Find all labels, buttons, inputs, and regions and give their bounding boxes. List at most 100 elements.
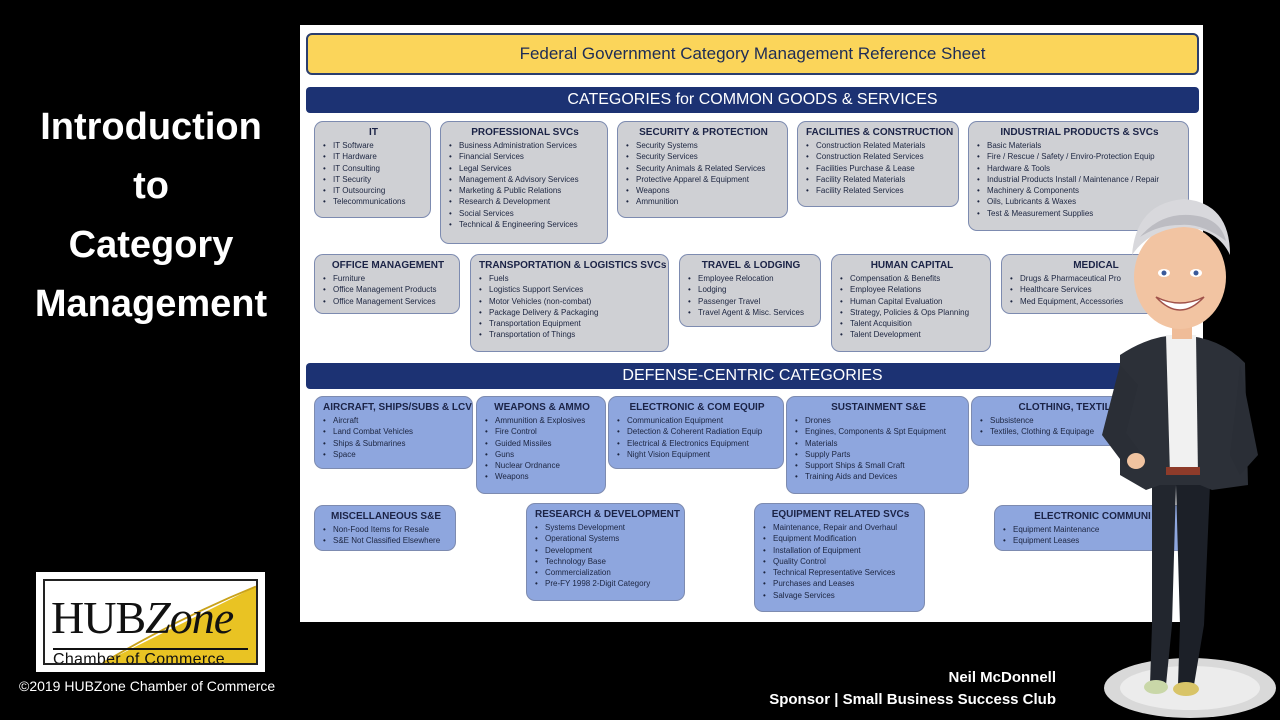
- category-item: Legal Services: [449, 163, 601, 175]
- category-item: Aircraft: [323, 415, 466, 427]
- category-item: IT Security: [323, 174, 424, 186]
- category-item: Human Capital Evaluation: [840, 296, 984, 308]
- defense-box-sustainment: SUSTAINMENT S&E Drones Engines, Componen…: [786, 396, 969, 494]
- category-box-it: IT IT Software IT Hardware IT Consulting…: [314, 121, 431, 218]
- section-defense-header: DEFENSE-CENTRIC CATEGORIES: [306, 363, 1199, 389]
- category-item: Facility Related Services: [806, 185, 952, 197]
- category-item: Strategy, Policies & Ops Planning: [840, 307, 984, 319]
- category-item: Technical Representative Services: [763, 567, 918, 579]
- category-item: Training Aids and Devices: [795, 471, 962, 483]
- sponsor-name: Neil McDonnell: [948, 669, 1056, 686]
- category-item: Med Equipment, Accessories: [1010, 296, 1182, 308]
- category-item: Fire Control: [485, 426, 599, 438]
- category-item: Facility Related Materials: [806, 174, 952, 186]
- category-item: Oils, Lubricants & Waxes: [977, 196, 1182, 208]
- category-title: WEAPONS & AMMO: [494, 402, 590, 413]
- category-title: PROFESSIONAL SVCs: [471, 127, 579, 138]
- defense-box-equipment: EQUIPMENT RELATED SVCs Maintenance, Repa…: [754, 503, 925, 612]
- logo-wordmark-prefix: HUB: [51, 592, 146, 643]
- category-title: HUMAN CAPITAL: [870, 260, 954, 271]
- category-item: Night Vision Equipment: [617, 449, 777, 461]
- logo-divider: [53, 648, 248, 650]
- category-item: Quality Control: [763, 556, 918, 568]
- category-title: IT: [369, 127, 378, 138]
- category-item: Non-Food Items for Resale: [323, 524, 449, 536]
- category-item: Ammunition & Explosives: [485, 415, 599, 427]
- category-item: IT Outsourcing: [323, 185, 424, 197]
- defense-box-research: RESEARCH & DEVELOPMENT Systems Developme…: [526, 503, 685, 601]
- category-title: MEDICAL: [1073, 260, 1119, 271]
- category-item: Pre-FY 1998 2-Digit Category: [535, 578, 678, 590]
- intro-line: to: [133, 165, 169, 207]
- category-box-transportation: TRANSPORTATION & LOGISTICS SVCs Fuels Lo…: [470, 254, 669, 352]
- defense-box-electronic: ELECTRONIC & COM EQUIP Communication Equ…: [608, 396, 784, 469]
- category-item: Passenger Travel: [688, 296, 814, 308]
- category-item: Furniture: [323, 273, 453, 285]
- defense-box-weapons: WEAPONS & AMMO Ammunition & Explosives F…: [476, 396, 606, 494]
- category-item: Security Animals & Related Services: [626, 163, 781, 175]
- category-item: Fire / Rescue / Safety / Enviro-Protecti…: [977, 151, 1182, 163]
- category-item: Subsistence: [980, 415, 1182, 427]
- category-item: Lodging: [688, 284, 814, 296]
- category-item: Office Management Services: [323, 296, 453, 308]
- category-item: Drones: [795, 415, 962, 427]
- category-title: TRANSPORTATION & LOGISTICS SVCs: [479, 260, 667, 271]
- category-item: Space: [323, 449, 466, 461]
- category-item: Social Services: [449, 208, 601, 220]
- category-item: Package Delivery & Packaging: [479, 307, 662, 319]
- reference-sheet: Federal Government Category Management R…: [300, 25, 1203, 622]
- category-item: Travel Agent & Misc. Services: [688, 307, 814, 319]
- intro-line: Introduction: [40, 106, 262, 148]
- category-item: Salvage Services: [763, 590, 918, 602]
- category-item: Talent Acquisition: [840, 318, 984, 330]
- category-item: Financial Services: [449, 151, 601, 163]
- category-box-office: OFFICE MANAGEMENT Furniture Office Manag…: [314, 254, 460, 314]
- category-item: Office Management Products: [323, 284, 453, 296]
- category-item: Installation of Equipment: [763, 545, 918, 557]
- category-item: Engines, Components & Spt Equipment: [795, 426, 962, 438]
- logo-frame: HUBZone Chamber of Commerce: [43, 579, 258, 665]
- category-item: Transportation Equipment: [479, 318, 662, 330]
- category-item: Land Combat Vehicles: [323, 426, 466, 438]
- hubzone-logo: HUBZone Chamber of Commerce: [36, 572, 265, 672]
- category-title: INDUSTRIAL PRODUCTS & SVCs: [1000, 127, 1159, 138]
- category-item: Talent Development: [840, 329, 984, 341]
- category-box-travel: TRAVEL & LODGING Employee Relocation Lod…: [679, 254, 821, 327]
- category-item: IT Hardware: [323, 151, 424, 163]
- category-item: Motor Vehicles (non-combat): [479, 296, 662, 308]
- category-item: IT Consulting: [323, 163, 424, 175]
- category-item: Construction Related Materials: [806, 140, 952, 152]
- intro-line: Management: [34, 283, 268, 325]
- category-item: Equipment Modification: [763, 533, 918, 545]
- category-item: Research & Development: [449, 196, 601, 208]
- category-item: Equipment Maintenance: [1003, 524, 1182, 536]
- category-item: Security Systems: [626, 140, 781, 152]
- category-item: Weapons: [485, 471, 599, 483]
- category-item: Drugs & Pharmaceutical Pro: [1010, 273, 1182, 285]
- category-item: Business Administration Services: [449, 140, 601, 152]
- category-item: Employee Relocation: [688, 273, 814, 285]
- category-item: Detection & Coherent Radiation Equip: [617, 426, 777, 438]
- category-item: Machinery & Components: [977, 185, 1182, 197]
- category-box-human-capital: HUMAN CAPITAL Compensation & Benefits Em…: [831, 254, 991, 352]
- category-item: Test & Measurement Supplies: [977, 208, 1182, 220]
- category-item: Communication Equipment: [617, 415, 777, 427]
- category-item: Nuclear Ordnance: [485, 460, 599, 472]
- category-item: Maintenance, Repair and Overhaul: [763, 522, 918, 534]
- category-item: Materials: [795, 438, 962, 450]
- category-title: OFFICE MANAGEMENT: [331, 260, 445, 271]
- category-item: Systems Development: [535, 522, 678, 534]
- category-item: Ships & Submarines: [323, 438, 466, 450]
- category-item: Protective Apparel & Equipment: [626, 174, 781, 186]
- category-item: Hardware & Tools: [977, 163, 1182, 175]
- intro-line: Category: [68, 224, 234, 266]
- category-title: FACILITIES & CONSTRUCTION: [806, 127, 954, 138]
- category-item: Basic Materials: [977, 140, 1182, 152]
- category-title: AIRCRAFT, SHIPS/SUBS & LCV: [323, 402, 472, 413]
- category-item: Guns: [485, 449, 599, 461]
- category-item: Commercialization: [535, 567, 678, 579]
- sponsor-role: Sponsor | Small Business Success Club: [769, 691, 1056, 708]
- category-item: Purchases and Leases: [763, 578, 918, 590]
- category-title: RESEARCH & DEVELOPMENT: [535, 509, 681, 520]
- category-item: Construction Related Services: [806, 151, 952, 163]
